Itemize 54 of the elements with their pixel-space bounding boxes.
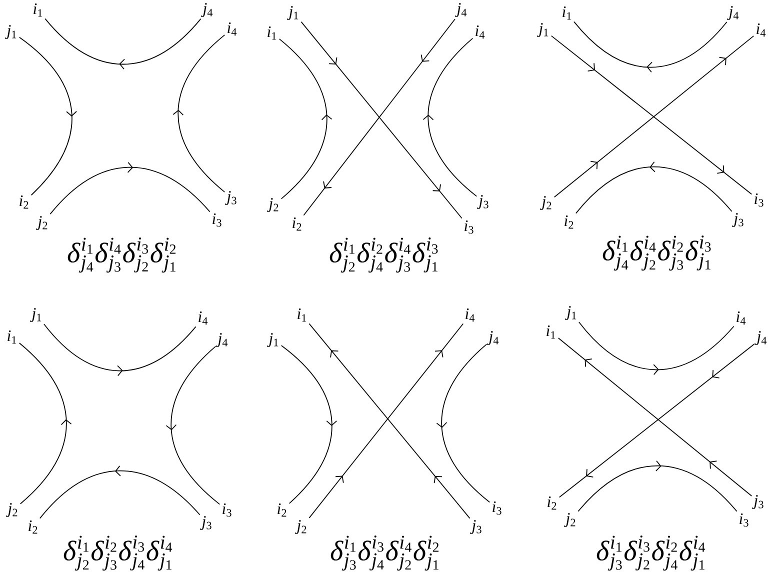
index-label: $i_4$ [228, 22, 237, 36]
index-label: $j_2$ [540, 196, 552, 210]
index-label: $j_3$ [200, 516, 212, 530]
index-label: $i_3$ [740, 513, 748, 527]
index-label: $j_2$ [36, 216, 48, 230]
index-label: $i_3$ [212, 213, 222, 227]
index-label: $i_1$ [562, 6, 572, 20]
index-label: $j_1$ [30, 308, 42, 322]
index-label: $i_4$ [198, 311, 208, 325]
index-label: $j_2$ [6, 503, 18, 517]
index-label: $i_4$ [466, 308, 475, 322]
index-label: $j_4$ [755, 331, 767, 345]
index-label: $j_3$ [732, 213, 744, 227]
index-label: $i_2$ [20, 195, 28, 209]
formula: $\delta^{i_1}_{j_2}\delta^{i_2}_{j_3}\delta^{i_3}_{j_4}\delta^{i_4}_{j_1}$ [64, 535, 172, 571]
index-label: $j_4$ [201, 3, 213, 17]
index-label: $j_2$ [564, 513, 576, 527]
index-label: $i_2$ [28, 520, 38, 534]
index-label: $j_4$ [727, 6, 739, 20]
index-label: $i_4$ [736, 311, 746, 325]
index-label: $j_3$ [752, 495, 764, 509]
formula: $\delta^{i_1}_{j_3}\delta^{i_3}_{j_2}\delta^{i_2}_{j_4}\delta^{i_4}_{j_1}$ [596, 535, 706, 571]
index-label: $j_4$ [487, 331, 499, 345]
index-label: $i_4$ [476, 25, 485, 39]
index-label: $j_3$ [470, 520, 482, 534]
index-label: $j_4$ [455, 3, 467, 17]
index-label: $i_1$ [34, 3, 42, 17]
index-label: $j_1$ [267, 333, 278, 347]
index-label: $j_1$ [565, 306, 576, 320]
index-label: $i_1$ [8, 330, 16, 344]
index-label: $i_2$ [292, 217, 302, 231]
index-label: $j_3$ [225, 191, 236, 205]
formula: $\delta^{i_1}_{j_4}\delta^{i_4}_{j_2}\delta^{i_2}_{j_3}\delta^{i_3}_{j_1}$ [602, 235, 711, 271]
index-label: $i_2$ [548, 496, 556, 510]
index-label: $i_1$ [546, 325, 556, 339]
formula: $\delta^{i_1}_{j_2}\delta^{i_2}_{j_4}\delta^{i_4}_{j_3}\delta^{i_3}_{j_1}$ [330, 237, 438, 273]
index-label: $i_2$ [564, 215, 574, 229]
index-label: $j_1$ [5, 25, 16, 39]
index-label: $j_2$ [267, 198, 278, 212]
index-label: $i_4$ [756, 23, 766, 37]
index-label: $j_1$ [537, 23, 548, 37]
index-label: $j_4$ [216, 333, 228, 347]
index-label: $i_3$ [754, 193, 764, 207]
index-label: $i_3$ [492, 501, 502, 515]
index-label: $i_1$ [298, 308, 306, 322]
index-label: $i_2$ [278, 503, 286, 517]
index-label: $j_2$ [295, 520, 306, 534]
formula: $\delta^{i_1}_{j_3}\delta^{i_3}_{j_4}\delta^{i_4}_{j_2}\delta^{i_2}_{j_1}$ [330, 535, 439, 571]
index-label: $i_3$ [464, 220, 474, 234]
index-label: $j_1$ [287, 6, 298, 20]
index-label: $i_1$ [268, 26, 276, 40]
index-label: $j_3$ [477, 195, 488, 209]
index-label: $i_3$ [222, 503, 232, 517]
formula: $\delta^{i_1}_{j_4}\delta^{i_4}_{j_3}\delta^{i_3}_{j_2}\delta^{i_2}_{j_1}$ [68, 237, 176, 273]
